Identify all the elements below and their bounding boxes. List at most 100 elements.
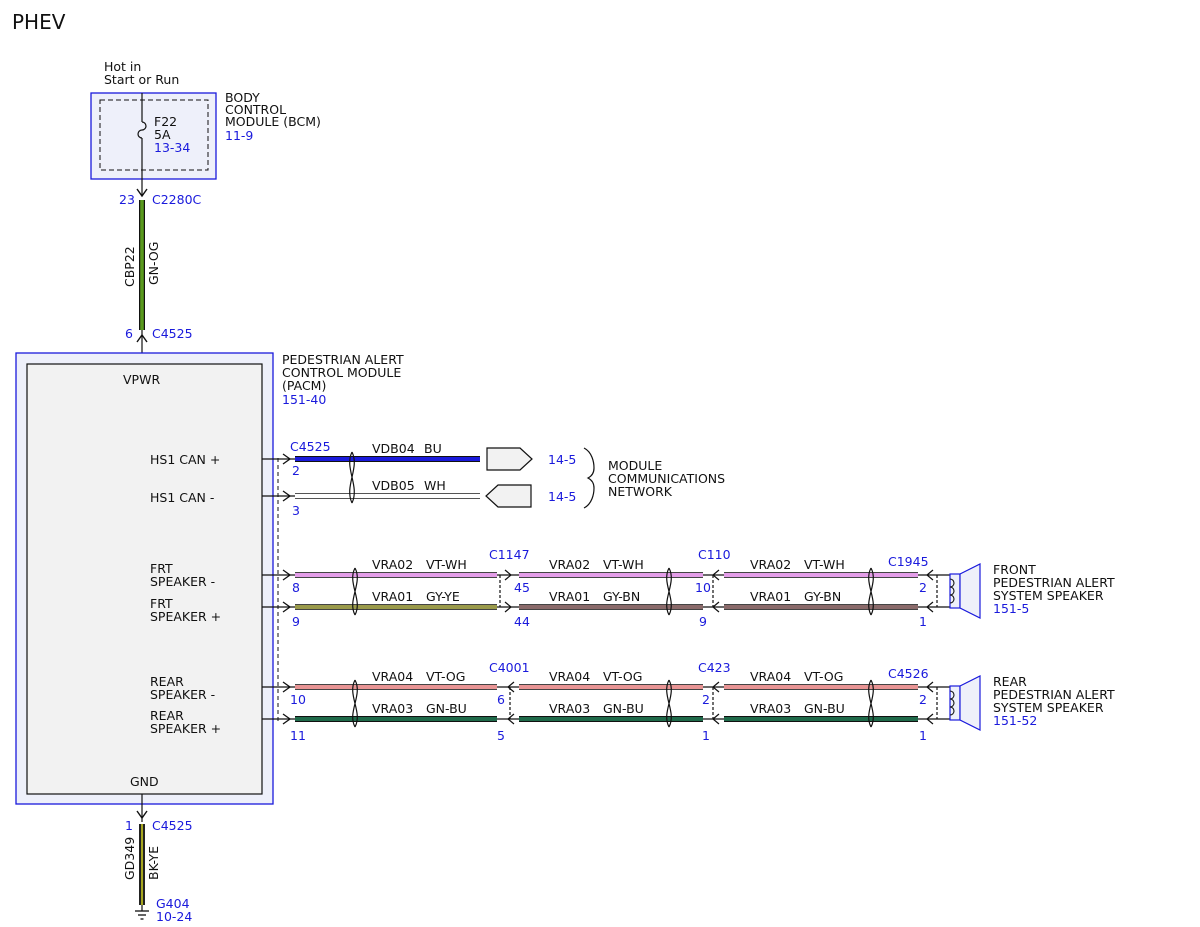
- rear-conn1-pin-plus: 5: [497, 728, 505, 743]
- front-conn1: C1147: [489, 547, 530, 562]
- rear-seg1-plus-color: GN-BU: [426, 701, 467, 716]
- power-top-connector: C2280C: [152, 192, 202, 207]
- pacm-vpwr-label: VPWR: [123, 372, 160, 387]
- front-pin-minus-pacm: 8: [292, 580, 300, 595]
- rear-conn3-pin-minus: 2: [919, 692, 927, 707]
- front-conn3-pin-minus: 2: [919, 580, 927, 595]
- can-minus-circuit: VDB05: [372, 478, 415, 493]
- pacm-name-line3: (PACM): [282, 378, 326, 393]
- connector-junctions: [497, 681, 950, 725]
- network-line1: MODULE: [608, 458, 662, 473]
- rear-speaker-icon: [949, 675, 981, 731]
- front-seg1-minus-color: VT-WH: [426, 557, 467, 572]
- rear-seg2-plus-color: GN-BU: [603, 701, 644, 716]
- network-line3: NETWORK: [608, 484, 673, 499]
- pacm-rear-spk-minus-2: SPEAKER -: [150, 687, 215, 702]
- rear-speaker-line3: SYSTEM SPEAKER: [993, 700, 1104, 715]
- pacm-rear-spk-minus-1: REAR: [150, 674, 184, 689]
- rear-seg2-minus-color: VT-OG: [603, 669, 642, 684]
- brace-icon: [583, 447, 595, 509]
- connector-arrow-icon: [282, 453, 292, 725]
- can-pin-plus: 2: [292, 463, 300, 478]
- bcm-name-line3: MODULE (BCM): [225, 114, 321, 129]
- can-plus-color: BU: [424, 441, 442, 456]
- twisted-pair-icon: [352, 567, 874, 616]
- rear-seg3-plus-color: GN-BU: [804, 701, 845, 716]
- can-plus-circuit: VDB04: [372, 441, 415, 456]
- front-seg2-minus-color: VT-WH: [603, 557, 644, 572]
- twisted-pair-icon: [352, 679, 874, 728]
- fuse-ref: 13-34: [154, 140, 190, 155]
- can-minus-color: WH: [424, 478, 446, 493]
- front-pin-plus-pacm: 9: [292, 614, 300, 629]
- power-bottom-pin: 6: [125, 326, 133, 341]
- front-speaker-icon: [949, 563, 981, 619]
- ground-pin: 1: [125, 818, 133, 833]
- twisted-pair-icon: [349, 451, 355, 504]
- power-bottom-connector: C4525: [152, 326, 193, 341]
- ground-ref: 10-24: [156, 909, 192, 924]
- front-seg1-minus-circuit: VRA02: [372, 557, 413, 572]
- rear-speaker-ref: 151-52: [993, 713, 1037, 728]
- pacm-frt-spk-minus-2: SPEAKER -: [150, 574, 215, 589]
- pacm-frt-spk-plus-1: FRT: [150, 596, 173, 611]
- front-seg3-plus-color: GY-BN: [804, 589, 841, 604]
- front-conn1-pin-minus: 45: [514, 580, 530, 595]
- network-line2: COMMUNICATIONS: [608, 471, 725, 486]
- pacm-hs1-can-minus: HS1 CAN -: [150, 490, 214, 505]
- front-conn3: C1945: [888, 554, 929, 569]
- pacm-rear-spk-plus-2: SPEAKER +: [150, 721, 221, 736]
- ground-symbol-icon: [135, 910, 149, 920]
- rear-pin-minus-pacm: 10: [290, 692, 306, 707]
- bcm-fuse-box: [99, 99, 209, 171]
- rear-conn1-pin-minus: 6: [497, 692, 505, 707]
- can-minus-offpage-icon: [485, 484, 532, 508]
- front-seg3-plus-circuit: VRA01: [750, 589, 791, 604]
- pacm-name-line2: CONTROL MODULE: [282, 365, 401, 380]
- rear-seg3-plus-circuit: VRA03: [750, 701, 791, 716]
- front-conn1-pin-plus: 44: [514, 614, 530, 629]
- connector-arrow-icon: [136, 333, 148, 343]
- pacm-frt-spk-plus-2: SPEAKER +: [150, 609, 221, 624]
- pacm-rear-spk-plus-1: REAR: [150, 708, 184, 723]
- diagram-title: PHEV: [12, 10, 66, 34]
- rear-conn2-pin-minus: 2: [702, 692, 710, 707]
- pacm-ref: 151-40: [282, 392, 326, 407]
- bcm-name-line1: BODY: [225, 90, 260, 105]
- front-seg2-plus-color: GY-BN: [603, 589, 640, 604]
- front-speaker-line2: PEDESTRIAN ALERT: [993, 575, 1115, 590]
- pacm-frt-spk-minus-1: FRT: [150, 561, 173, 576]
- pacm-hs1-can-plus: HS1 CAN +: [150, 452, 220, 467]
- rear-conn3-pin-plus: 1: [919, 728, 927, 743]
- power-circuit: CBP22: [122, 246, 137, 287]
- fuse-id: F22: [154, 114, 177, 129]
- can-plus-ref: 14-5: [548, 452, 576, 467]
- can-minus-ref: 14-5: [548, 489, 576, 504]
- rear-speaker-line1: REAR: [993, 674, 1027, 689]
- fuse-rating: 5A: [154, 127, 171, 142]
- power-label-line1: Hot in: [104, 59, 141, 74]
- pacm-module-inner: [26, 363, 263, 795]
- front-conn2-pin-minus: 10: [695, 580, 711, 595]
- rear-speaker-line2: PEDESTRIAN ALERT: [993, 687, 1115, 702]
- rear-conn2-pin-plus: 1: [702, 728, 710, 743]
- front-speaker-line3: SYSTEM SPEAKER: [993, 588, 1104, 603]
- power-label-line2: Start or Run: [104, 72, 179, 87]
- rear-seg2-plus-circuit: VRA03: [549, 701, 590, 716]
- fuse-icon: [137, 121, 147, 139]
- connector-junctions: [497, 569, 950, 613]
- bcm-name-line2: CONTROL: [225, 102, 286, 117]
- rear-seg3-minus-circuit: VRA04: [750, 669, 791, 684]
- rear-seg1-minus-color: VT-OG: [426, 669, 465, 684]
- can-plus-offpage-icon: [486, 447, 533, 471]
- ground-wire-color: BK-YE: [146, 846, 161, 880]
- front-conn2: C110: [698, 547, 731, 562]
- front-seg3-minus-color: VT-WH: [804, 557, 845, 572]
- can-pin-minus: 3: [292, 503, 300, 518]
- ground-id: G404: [156, 896, 190, 911]
- bcm-module-box: [90, 92, 217, 180]
- front-seg1-plus-color: GY-YE: [426, 589, 460, 604]
- ground-connector: C4525: [152, 818, 193, 833]
- ground-circuit: GD349: [122, 837, 137, 880]
- rear-seg1-plus-circuit: VRA03: [372, 701, 413, 716]
